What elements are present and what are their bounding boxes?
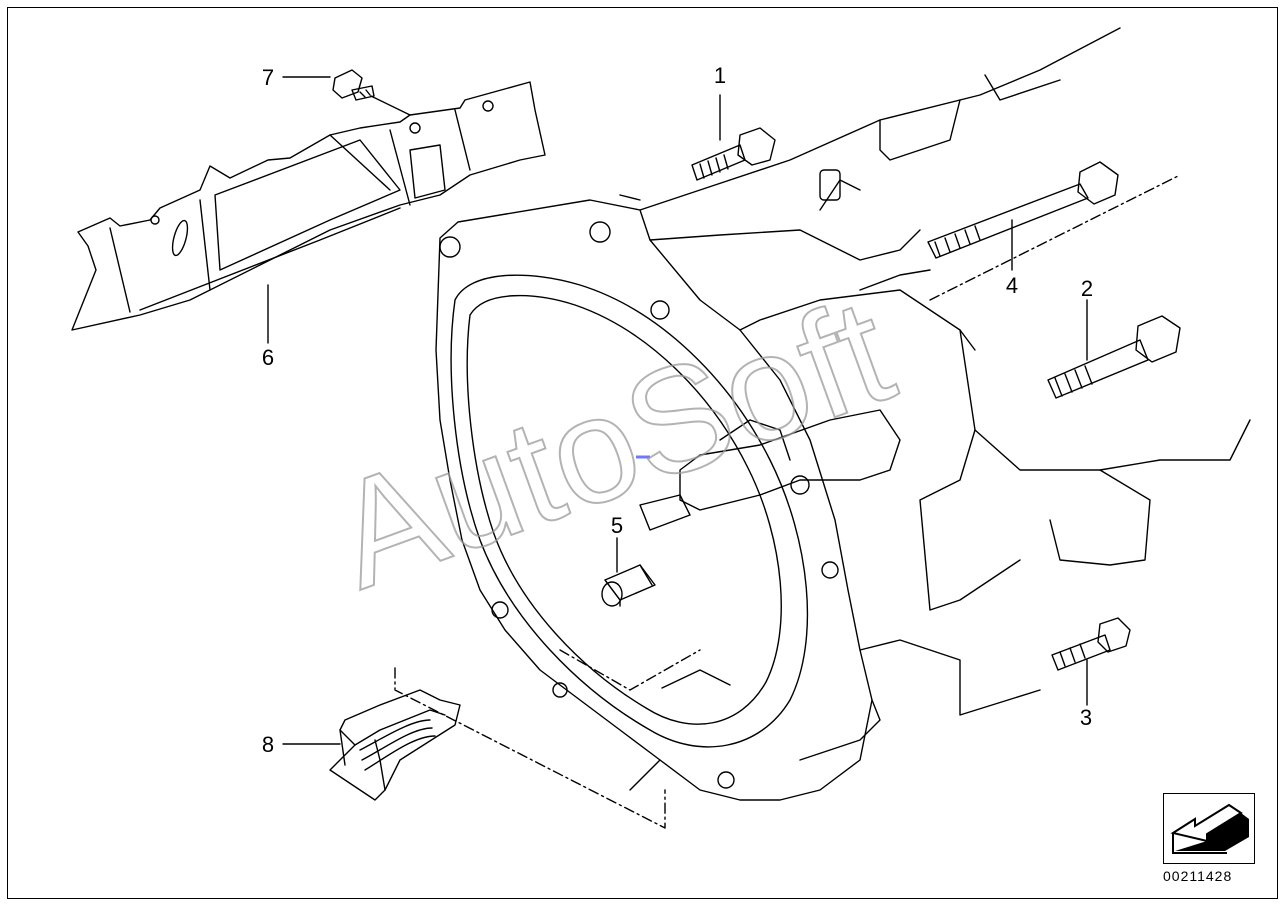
- screw-part: [332, 69, 375, 101]
- bolt-part-4: [927, 161, 1119, 259]
- bolt-part-1: [691, 127, 776, 181]
- transmission-housing: [394, 27, 1251, 829]
- heat-shield-part: [71, 81, 546, 331]
- callout-4[interactable]: 4: [1006, 273, 1018, 298]
- navigation-arrow-button[interactable]: [1163, 793, 1255, 864]
- callout-1[interactable]: 1: [714, 63, 726, 88]
- callout-7[interactable]: 7: [262, 65, 274, 90]
- bolt-part-2: [1047, 315, 1181, 399]
- callout-8[interactable]: 8: [262, 732, 274, 757]
- bolt-part-3: [1051, 617, 1131, 671]
- diagram-frame: [7, 7, 1278, 899]
- clip-part: [329, 689, 461, 801]
- sleeve-part: [601, 564, 656, 607]
- callout-5[interactable]: 5: [611, 513, 623, 538]
- callout-2[interactable]: 2: [1081, 276, 1093, 301]
- callout-3[interactable]: 3: [1080, 705, 1092, 730]
- diagram-id-code: 00211428: [1163, 868, 1233, 884]
- leader-lines: [267, 76, 1088, 745]
- callout-6[interactable]: 6: [262, 345, 274, 370]
